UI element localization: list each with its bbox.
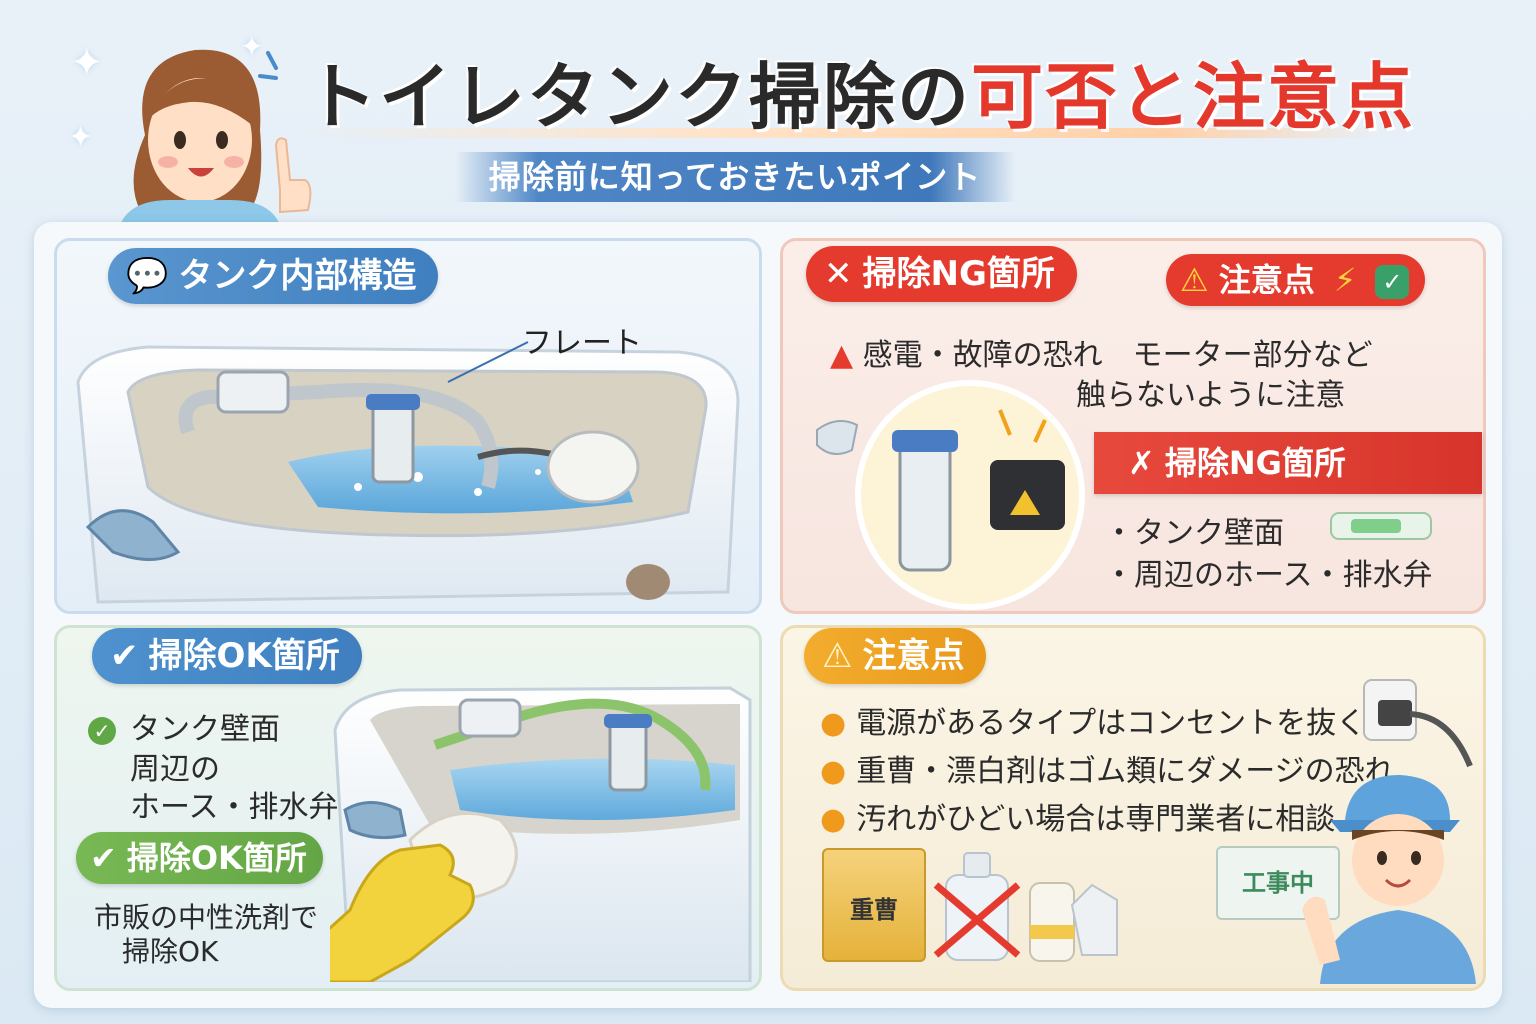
tab-caution-label: 注意点	[862, 636, 965, 676]
motor-part-illustration	[855, 380, 1085, 610]
power-plug-icon	[1363, 679, 1473, 768]
sparkle-icon: ✦	[240, 30, 264, 63]
caution-list-item: ● 汚れがひどい場合は専門業者に相談	[820, 794, 1335, 838]
tab-cleaning-ng-label: 掃除NG箇所	[862, 254, 1055, 294]
ok-list-item: ✓ タンク壁面	[88, 704, 280, 748]
tab-cleaning-ng-secondary: ✗掃除NG箇所	[1094, 432, 1482, 494]
sparkle-icon: ✦	[70, 40, 104, 86]
caution-list-item-text: 重曹・漂白剤はゴム類にダメージの恐れ	[856, 754, 1395, 789]
cross-icon: ✗	[1128, 444, 1155, 482]
ng-list-item-text: 周辺のホース・排水弁	[1134, 558, 1433, 593]
tab-caution-small: ⚠注意点 ⚡ ✓	[1166, 254, 1426, 306]
warning-line-1-text: 感電・故障の恐れ モーター部分など	[862, 338, 1373, 373]
title-dark-part: トイレタンク掃除の	[305, 55, 972, 139]
tab-cleaning-ng-secondary-label: 掃除NG箇所	[1164, 444, 1346, 482]
subtitle-band	[455, 152, 1015, 202]
ok-note-line-1: 市販の中性洗剤で	[94, 901, 319, 934]
warning-triangle-icon: ⚠	[1180, 261, 1209, 299]
tab-cleaning-ok: ✔掃除OK箇所	[92, 628, 362, 684]
sparkle-icon: ✦	[68, 120, 94, 155]
checkmark-icon: ✔	[90, 839, 117, 877]
warning-line-1: ▲ 感電・故障の恐れ モーター部分など	[830, 330, 1373, 374]
bleach-bottles-prohibited-icon	[933, 852, 1118, 962]
bullet-dot-icon: ●	[820, 754, 847, 789]
tab-cleaning-ok-secondary: ✔掃除OK箇所	[76, 832, 323, 884]
tab-tank-structure-label: タンク内部構造	[178, 256, 417, 296]
float-label: フレート	[522, 326, 642, 361]
tab-cleaning-ok-label: 掃除OK箇所	[148, 636, 340, 676]
baking-soda-box: 重曹	[822, 848, 926, 962]
ng-list-item-text: タンク壁面	[1134, 516, 1284, 551]
tab-tank-structure: 💬タンク内部構造	[108, 248, 439, 304]
ok-note-line-2: 掃除OK	[122, 935, 219, 968]
subtitle: 掃除前に知っておきたいポイント	[488, 158, 982, 196]
caution-list-item: ● 電源があるタイプはコンセントを抜く	[820, 698, 1366, 742]
shield-check-icon: ✓	[1375, 265, 1410, 299]
ok-list-item-text: タンク壁面	[130, 712, 280, 747]
drain-valve-icon	[1330, 512, 1432, 540]
plumber-illustration	[1302, 775, 1476, 984]
checkmark-icon: ✔	[110, 636, 139, 676]
tab-cleaning-ok-secondary-label: 掃除OK箇所	[126, 839, 307, 877]
green-check-icon: ✓	[88, 716, 116, 745]
ok-list-item-line: 周辺の	[130, 752, 220, 787]
title-red-part: 可否と注意点	[971, 55, 1416, 139]
faucet-part-icon	[816, 420, 859, 455]
warning-line-2: 触らないように注意	[1076, 378, 1346, 413]
tab-caution-small-label: 注意点	[1218, 261, 1315, 299]
tab-caution: ⚠注意点	[804, 628, 987, 684]
bullet-dot-icon: ●	[820, 802, 847, 837]
page-title: トイレタンク掃除の可否と注意点	[305, 38, 1415, 143]
chat-bubble-icon: 💬	[126, 256, 169, 296]
caution-list-item: ● 重曹・漂白剤はゴム類にダメージの恐れ	[820, 746, 1395, 790]
tab-cleaning-ng: ✕掃除NG箇所	[806, 246, 1077, 302]
caution-list-item-text: 電源があるタイプはコンセントを抜く	[856, 706, 1367, 741]
ng-list-item: ・周辺のホース・排水弁	[1104, 558, 1433, 593]
baking-soda-label: 重曹	[850, 896, 898, 924]
cross-icon: ✕	[824, 254, 853, 294]
caution-list-item-text: 汚れがひどい場合は専門業者に相談	[856, 802, 1336, 837]
emphasis-lines-icon	[258, 51, 278, 80]
ok-list-item-line: ホース・排水弁	[130, 790, 339, 825]
warning-triangle-icon: ⚠	[822, 636, 853, 676]
ng-list-item: ・タンク壁面	[1104, 516, 1284, 551]
header: ✦ ✦ ✦ トイレタンク掃除の可否と注意点 掃除前に知っておきたいポイント	[0, 0, 1536, 225]
title-underline	[300, 128, 1380, 138]
warning-triangle-icon: ▲	[830, 338, 854, 373]
woman-pointing-illustration	[120, 49, 312, 225]
tank-interior-illustration	[76, 341, 740, 604]
bullet-dot-icon: ●	[820, 706, 847, 741]
wiping-tank-illustration	[330, 686, 752, 982]
electric-spark-icon: ⚡	[1333, 261, 1357, 299]
